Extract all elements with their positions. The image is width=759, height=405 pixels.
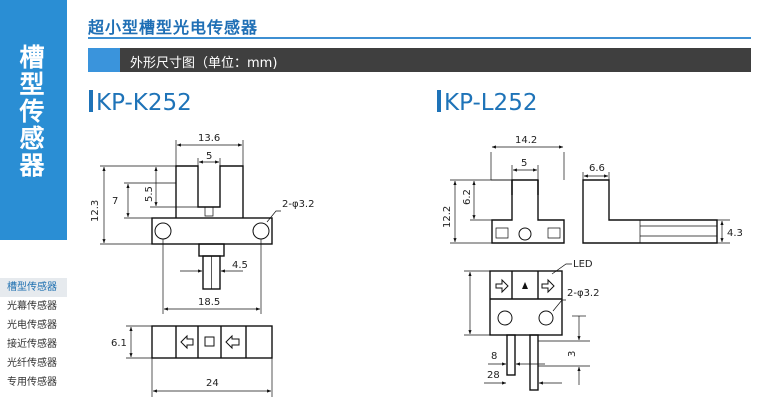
dim-left-slot: 5 <box>206 151 212 162</box>
mount-hole <box>154 222 172 240</box>
sidebar-title: 槽 型 传 感 器 <box>8 44 56 179</box>
model-left-marker <box>89 90 93 112</box>
model-right-name: KP-L252 <box>444 90 537 116</box>
model-left-name: KP-K252 <box>96 90 192 116</box>
section-title: 外形尺寸图（单位：mm) <box>130 56 278 71</box>
section-marker <box>88 48 120 72</box>
right-bottom-view <box>489 270 563 391</box>
dim-right-height-total: 12.2 <box>442 206 453 228</box>
dim-left-height-mid: 7 <box>112 196 118 207</box>
model-right-marker <box>437 90 441 112</box>
dim-left-width-top: 13.6 <box>198 133 220 144</box>
sidebar-band <box>0 0 67 240</box>
sidebar-item-fiber[interactable]: 光纤传感器 <box>7 358 57 369</box>
dim-right-side-height: 4.3 <box>727 228 743 239</box>
model-right: KP-L252 14.2 5 12.2 6.2 6.6 4.3 <box>437 90 743 391</box>
dim-right-pin-pitch: 8 <box>491 351 497 362</box>
left-bottom-view <box>151 325 273 359</box>
right-front-view <box>491 179 565 244</box>
dim-right-pin-gap: 3 <box>567 351 578 357</box>
dim-left-pin: 4.5 <box>232 260 248 271</box>
right-side-view <box>582 179 718 244</box>
dim-left-length: 24 <box>206 378 219 389</box>
dim-right-slot: 5 <box>521 158 527 169</box>
dim-left-slot-depth: 5.5 <box>144 186 155 202</box>
dim-left-height-total: 12.3 <box>90 200 101 222</box>
sidebar-title-char: 传 <box>19 97 45 126</box>
sidebar-title-char: 器 <box>19 151 45 180</box>
sidebar-nav: 槽型传感器 光幕传感器 光电传感器 接近传感器 光纤传感器 专用传感器 <box>0 278 67 392</box>
left-top-view <box>151 165 273 290</box>
sidebar-item-slot-sensor[interactable]: 槽型传感器 <box>0 278 67 297</box>
sidebar-item-light-curtain[interactable]: 光幕传感器 <box>7 301 57 312</box>
sidebar-item-special[interactable]: 专用传感器 <box>7 377 57 388</box>
title-divider <box>88 37 751 39</box>
sidebar-item-proximity[interactable]: 接近传感器 <box>7 339 57 350</box>
dim-left-thickness: 6.1 <box>111 338 127 349</box>
dim-left-hole-pitch: 18.5 <box>198 297 220 308</box>
dim-right-pin-span: 28 <box>487 370 500 381</box>
dim-right-slot-depth: 6.2 <box>462 189 473 205</box>
section-bar <box>88 48 751 72</box>
model-left: KP-K252 13.6 5 12.3 7 5.5 <box>89 90 314 397</box>
sidebar-item-photoelectric[interactable]: 光电传感器 <box>7 320 57 331</box>
sidebar-title-char: 感 <box>19 124 45 153</box>
dim-right-width-top: 14.2 <box>515 135 537 146</box>
sidebar-title-char: 型 <box>19 70 45 99</box>
dim-right-led: LED <box>573 259 593 270</box>
sidebar-title-char: 槽 <box>19 43 45 72</box>
dim-right-side-width: 6.6 <box>589 163 605 174</box>
dim-left-holes: 2-φ3.2 <box>282 199 314 210</box>
dim-right-holes: 2-φ3.2 <box>567 288 599 299</box>
page-title: 超小型槽型光电传感器 <box>88 18 259 37</box>
mount-hole <box>252 222 270 240</box>
